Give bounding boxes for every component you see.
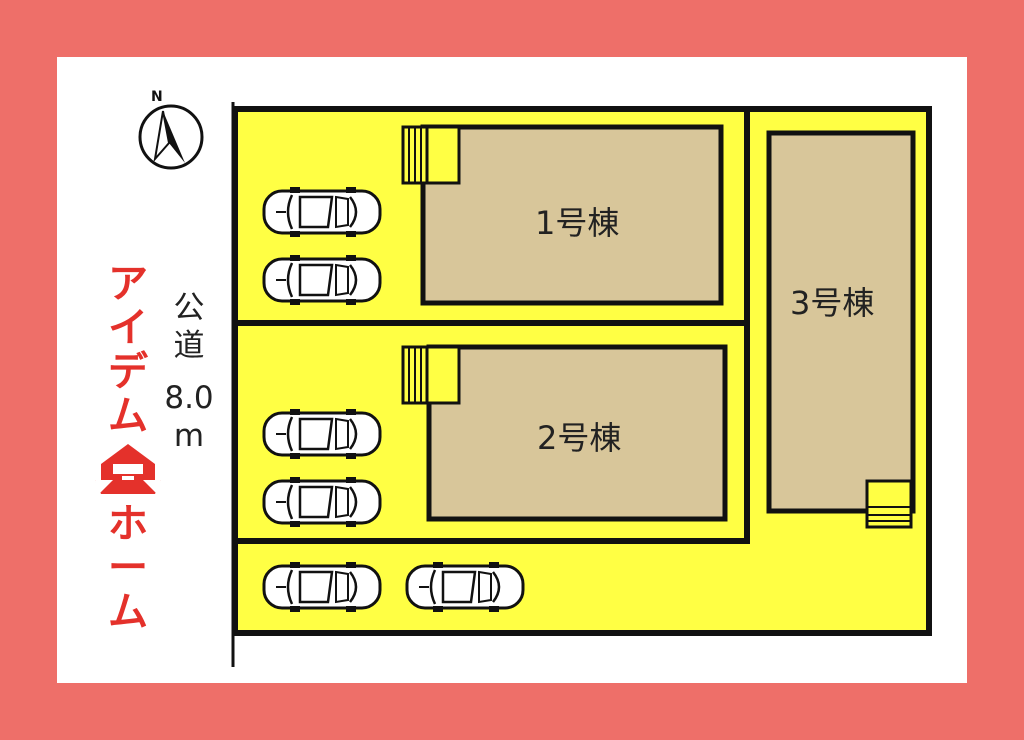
entrance-steps-2 (401, 345, 461, 405)
car-icon (262, 185, 382, 239)
entrance-steps-3 (865, 479, 913, 529)
car-icon (262, 407, 382, 461)
lot-seam (750, 535, 926, 547)
building-3-label: 3号棟 (790, 284, 875, 322)
building-2-label: 2号棟 (537, 419, 622, 457)
road-label-1: 公 (173, 290, 205, 326)
car-icon (262, 560, 382, 614)
building-2-footprint (426, 344, 728, 522)
brand-name-top: ア イ デ ム (108, 261, 148, 439)
car-icon (262, 475, 382, 529)
brand-name-bottom: ホ ー ム (108, 501, 148, 635)
brand-logo: ア イ デ ム ホ ー ム (83, 262, 173, 634)
north-compass-icon: N (138, 89, 204, 170)
compass-north-letter: N (151, 89, 163, 105)
site-plan-sheet: N 1号棟 2号棟 3号棟 公 道 8.0 m ア イ デ ム ホ (57, 57, 967, 683)
car-icon (405, 560, 525, 614)
car-icon (262, 253, 382, 307)
road-label-2: 道 (173, 328, 205, 364)
road-label: 公 道 8.0 m (157, 289, 221, 455)
entrance-steps-1 (401, 125, 461, 185)
road-width-unit: m (173, 418, 205, 454)
building-3-footprint (766, 130, 916, 514)
site-plan-drawing (231, 102, 932, 667)
building-1-label: 1号棟 (535, 204, 620, 242)
road-width-value: 8.0 (164, 380, 214, 416)
house-logo-icon (95, 444, 161, 494)
building-1-footprint (420, 124, 724, 306)
